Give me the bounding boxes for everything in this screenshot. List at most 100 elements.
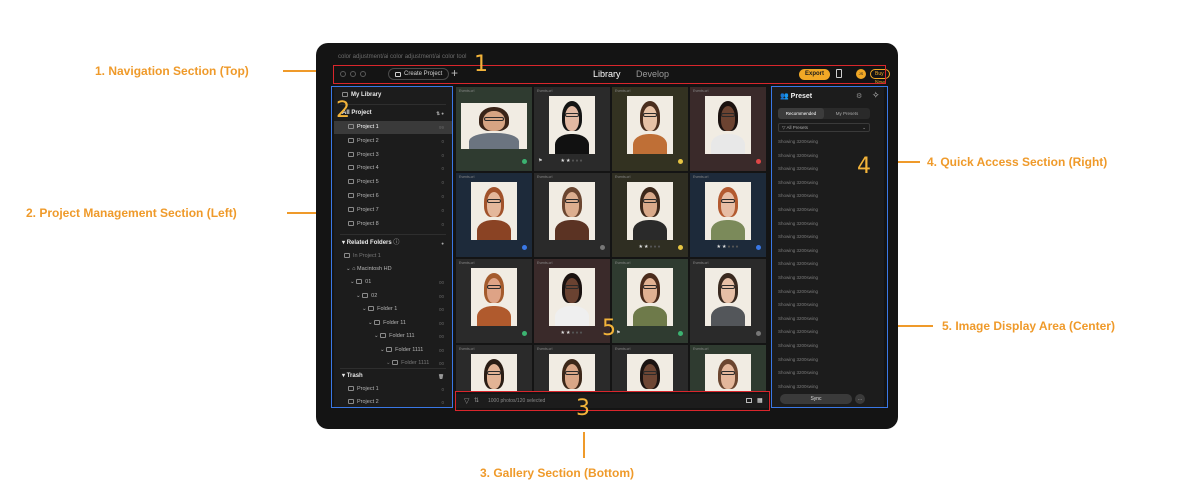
color-label-dot[interactable]: [522, 159, 527, 164]
tab-library[interactable]: Library: [593, 69, 621, 79]
sort-plus-icon[interactable]: ⇅ ●: [436, 111, 444, 116]
preset-item[interactable]: Showing 3200swing: [778, 315, 819, 321]
rating-stars[interactable]: ★★●●●: [560, 158, 584, 164]
settings-icon[interactable]: ⚙: [856, 93, 863, 100]
photo-thumbnail[interactable]: Events.crl★★●●●: [690, 173, 766, 257]
filter-icon[interactable]: ▽: [464, 398, 470, 405]
color-label-dot[interactable]: [522, 245, 527, 250]
color-label-dot[interactable]: [678, 245, 683, 250]
export-button[interactable]: Export: [799, 69, 831, 80]
preset-item[interactable]: Showing 3200swing: [778, 166, 819, 172]
sidebar-trash[interactable]: ▾ Trash 🗑: [334, 370, 452, 383]
photo-thumbnail[interactable]: Events.crl: [612, 345, 688, 391]
flag-icon[interactable]: ⚑: [538, 158, 543, 164]
sidebar-all-project[interactable]: All Project ⇅ ●: [334, 107, 452, 120]
create-project-button[interactable]: Create Project: [388, 68, 450, 80]
preset-item[interactable]: Showing 3200swing: [778, 193, 819, 199]
photo-thumbnail[interactable]: Events.crl★★●●●⚑: [534, 87, 610, 171]
window-title: color adjustment/ai color adjustment/ai …: [338, 54, 467, 60]
sync-button[interactable]: Sync: [780, 394, 852, 404]
item-count: 99: [438, 125, 444, 130]
tab-my-presets[interactable]: My Presets: [835, 111, 859, 116]
photo-thumbnail[interactable]: Events.crl: [690, 87, 766, 171]
magic-wand-icon[interactable]: ✧: [872, 90, 880, 100]
rating-stars[interactable]: ★★●●●: [716, 244, 740, 250]
photo-thumbnail[interactable]: Events.crl: [612, 87, 688, 171]
photo-thumbnail[interactable]: Events.crl: [690, 259, 766, 343]
folder-icon: [348, 206, 354, 212]
sidebar-related-folders[interactable]: ▾ Related Folders ⓘ ●: [342, 240, 444, 246]
preset-item[interactable]: Showing 3200swing: [778, 139, 819, 144]
photo-thumbnail[interactable]: Events.crl★★●●●: [534, 259, 610, 343]
preset-item[interactable]: Showing 3200swing: [778, 234, 819, 240]
tab-recommended[interactable]: Recommended: [778, 108, 824, 119]
color-label-dot[interactable]: [522, 331, 527, 336]
preset-item[interactable]: Showing 3200swing: [778, 329, 819, 335]
preset-item[interactable]: Showing 3200swing: [778, 383, 819, 389]
grid-view-icon[interactable]: ▦: [757, 398, 763, 404]
color-label-dot[interactable]: [756, 159, 761, 164]
list-view-icon[interactable]: [746, 398, 752, 403]
color-label-dot[interactable]: [756, 245, 761, 250]
sidebar-macintosh-hd[interactable]: ⌄ ⌂ Macintosh HD: [346, 266, 392, 272]
preset-item[interactable]: Showing 3200swing: [778, 356, 819, 362]
photo-thumbnail[interactable]: Events.crl: [456, 345, 532, 391]
rating-stars[interactable]: ★★●●●: [560, 330, 584, 336]
preset-item[interactable]: Showing 3200swing: [778, 370, 819, 376]
trash-icon[interactable]: 🗑: [438, 374, 444, 379]
preset-item[interactable]: Showing 3200swing: [778, 220, 819, 226]
preset-item[interactable]: Showing 3200swing: [778, 179, 819, 185]
preset-item[interactable]: Showing 3200swing: [778, 247, 819, 253]
avatar[interactable]: JS: [856, 69, 866, 79]
preset-item[interactable]: Showing 3200swing: [778, 288, 819, 294]
window-controls[interactable]: [340, 71, 366, 77]
preset-item[interactable]: Showing 3200swing: [778, 275, 819, 280]
preset-item[interactable]: Showing 3200swing: [778, 152, 819, 158]
preset-filter-select[interactable]: ▽ All Presets ⌄: [778, 123, 870, 132]
preset-item[interactable]: Showing 3200swing: [778, 343, 819, 348]
navigation-bar: Create Project + Library Develop Export …: [334, 66, 890, 86]
home-icon: ⌂: [352, 266, 356, 272]
flag-icon[interactable]: ⚑: [616, 330, 621, 336]
new-tab-button[interactable]: +: [451, 66, 459, 80]
photo-thumbnail[interactable]: Events.crl: [690, 345, 766, 391]
photo-thumbnail[interactable]: Events.crl: [456, 259, 532, 343]
photo-thumbnail[interactable]: Events.crl★★●●●: [612, 173, 688, 257]
color-label-dot[interactable]: [678, 159, 683, 164]
sync-options-button[interactable]: …: [855, 394, 865, 404]
photo-thumbnail[interactable]: Events.crl⚑: [612, 259, 688, 343]
photo-thumbnail[interactable]: Events.crl: [456, 173, 532, 257]
photo-thumbnail[interactable]: Events.crl: [534, 173, 610, 257]
sidebar-my-library[interactable]: My Library: [334, 89, 452, 102]
sidebar-in-project[interactable]: In Project 1: [334, 250, 452, 263]
photo-thumbnail[interactable]: Events.crl: [534, 345, 610, 391]
preset-item[interactable]: Showing 3200swing: [778, 302, 819, 308]
color-label-dot[interactable]: [600, 245, 605, 250]
rating-stars[interactable]: ★★●●●: [638, 244, 662, 250]
preset-item[interactable]: Showing 3200swing: [778, 261, 819, 267]
tab-develop[interactable]: Develop: [636, 69, 670, 79]
sort-icon[interactable]: ⇅: [474, 398, 480, 404]
color-label-dot[interactable]: [678, 331, 683, 336]
preset-item[interactable]: Showing 3200swing: [778, 207, 819, 212]
photo-thumbnail[interactable]: Events.crl: [456, 87, 532, 171]
document-icon[interactable]: [836, 69, 842, 78]
color-label-dot[interactable]: [756, 331, 761, 336]
